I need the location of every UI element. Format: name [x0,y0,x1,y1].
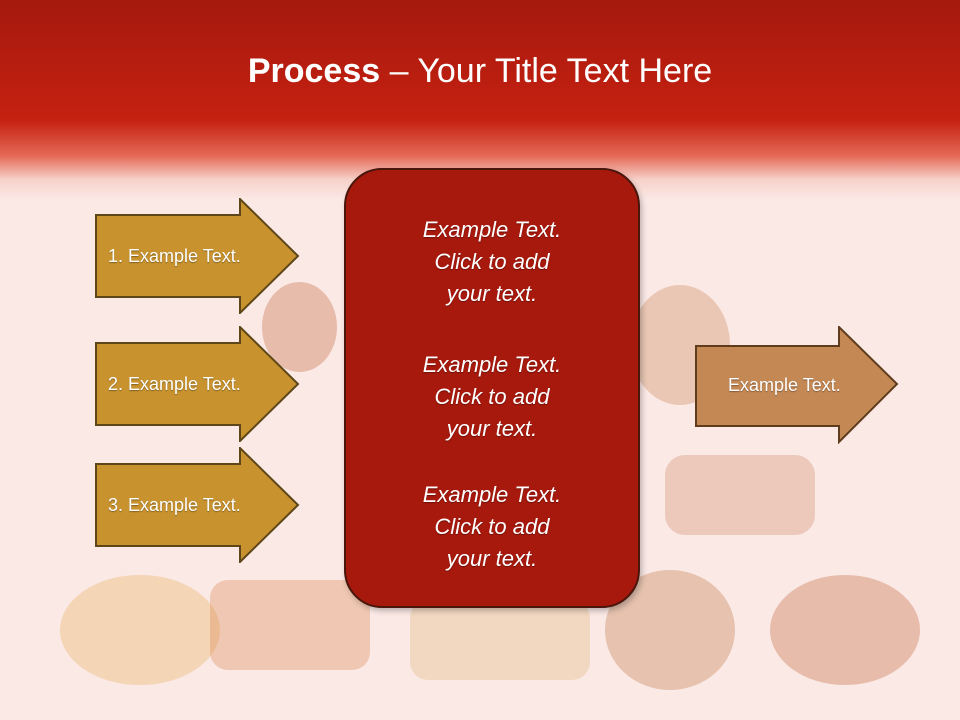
block-line-3: your text. [446,546,538,571]
block-line-3: your text. [446,416,538,441]
center-text-block-1[interactable]: Example Text. Click to add your text. [346,214,638,310]
block-line-2: Click to add [434,384,550,409]
arrow-label: 1. Example Text. [108,245,241,266]
slide-title[interactable]: Process – Your Title Text Here [0,52,960,91]
background-chicken-left-image [262,282,337,372]
arrow-shape-icon [95,326,300,442]
process-step-arrow-2[interactable]: 2. Example Text. [95,326,300,442]
process-step-arrow-1[interactable]: 1. Example Text. [95,198,300,314]
arrow-label: 2. Example Text. [108,373,241,394]
arrow-shape-icon [695,326,899,444]
output-arrow[interactable]: Example Text. [695,326,900,444]
background-chicken-image [770,575,920,685]
title-banner [0,0,960,200]
process-step-arrow-3[interactable]: 3. Example Text. [95,447,300,563]
block-line-2: Click to add [434,249,550,274]
block-line-3: your text. [446,281,538,306]
block-line-2: Click to add [434,514,550,539]
title-bold-text: Process [247,52,381,90]
arrow-label: Example Text. [728,374,841,395]
center-text-block-2[interactable]: Example Text. Click to add your text. [346,349,638,445]
background-fries-image [60,575,220,685]
background-toast-image [210,580,370,670]
arrow-label: 3. Example Text. [108,494,241,515]
center-text-box[interactable]: Example Text. Click to add your text. Ex… [344,168,640,608]
block-line-1: Example Text. [422,352,562,377]
block-line-1: Example Text. [422,217,562,242]
center-text-block-3[interactable]: Example Text. Click to add your text. [346,479,638,575]
arrow-shape-icon [95,198,300,314]
title-rest-text: – Your Title Text Here [380,52,713,90]
arrow-shape-icon [95,447,300,563]
background-sandwich-image [665,455,815,535]
background-sandwich-bottom-image [410,600,590,680]
block-line-1: Example Text. [422,482,562,507]
